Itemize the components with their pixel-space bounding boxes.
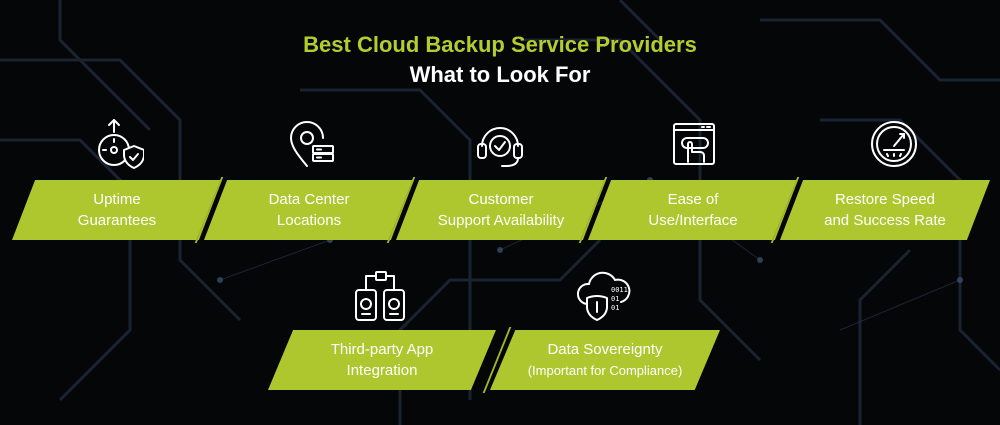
uptime-shield-icon <box>88 116 145 172</box>
svg-text:0011: 0011 <box>611 286 628 294</box>
card-restore-speed: Restore Speed and Success Rate <box>780 180 990 240</box>
app-integration-icon <box>352 268 408 324</box>
card-ease-of-use: Ease of Use/Interface <box>588 180 798 240</box>
card-line-2: and Success Rate <box>824 212 946 229</box>
card-line-2: (Important for Compliance) <box>527 363 683 378</box>
card-data-center-locations: Data Center Locations <box>204 180 414 240</box>
card-line-1: Data Center <box>268 191 350 208</box>
touch-interface-icon <box>666 116 722 172</box>
headset-support-icon <box>472 116 528 172</box>
svg-text:01: 01 <box>611 304 619 312</box>
card-line-2: Locations <box>276 212 342 229</box>
location-server-icon <box>283 116 339 172</box>
card-line-1: Customer <box>468 191 534 208</box>
card-line-2: Integration <box>346 362 418 379</box>
card-line-1: Uptime <box>93 191 141 208</box>
card-line-1: Third-party App <box>330 341 434 358</box>
speedometer-icon <box>866 116 922 172</box>
page-title: Best Cloud Backup Service Providers What… <box>0 30 1000 90</box>
card-customer-support: Customer Support Availability <box>396 180 606 240</box>
cloud-data-shield-icon: 0011 01 01 <box>575 268 631 324</box>
card-line-1: Data Sovereignty <box>547 341 663 358</box>
card-data-sovereignty: Data Sovereignty (Important for Complian… <box>490 330 720 390</box>
card-line-1: Ease of <box>667 191 719 208</box>
card-uptime-guarantees: Uptime Guarantees <box>12 180 222 240</box>
card-line-2: Support Availability <box>437 212 565 229</box>
card-line-2: Guarantees <box>77 212 157 229</box>
card-line-2: Use/Interface <box>648 212 738 229</box>
card-third-party-integration: Third-party App Integration <box>268 330 496 390</box>
title-line-1: Best Cloud Backup Service Providers <box>303 32 697 57</box>
card-line-1: Restore Speed <box>834 191 936 208</box>
svg-text:01: 01 <box>611 295 619 303</box>
title-line-2: What to Look For <box>409 62 591 87</box>
